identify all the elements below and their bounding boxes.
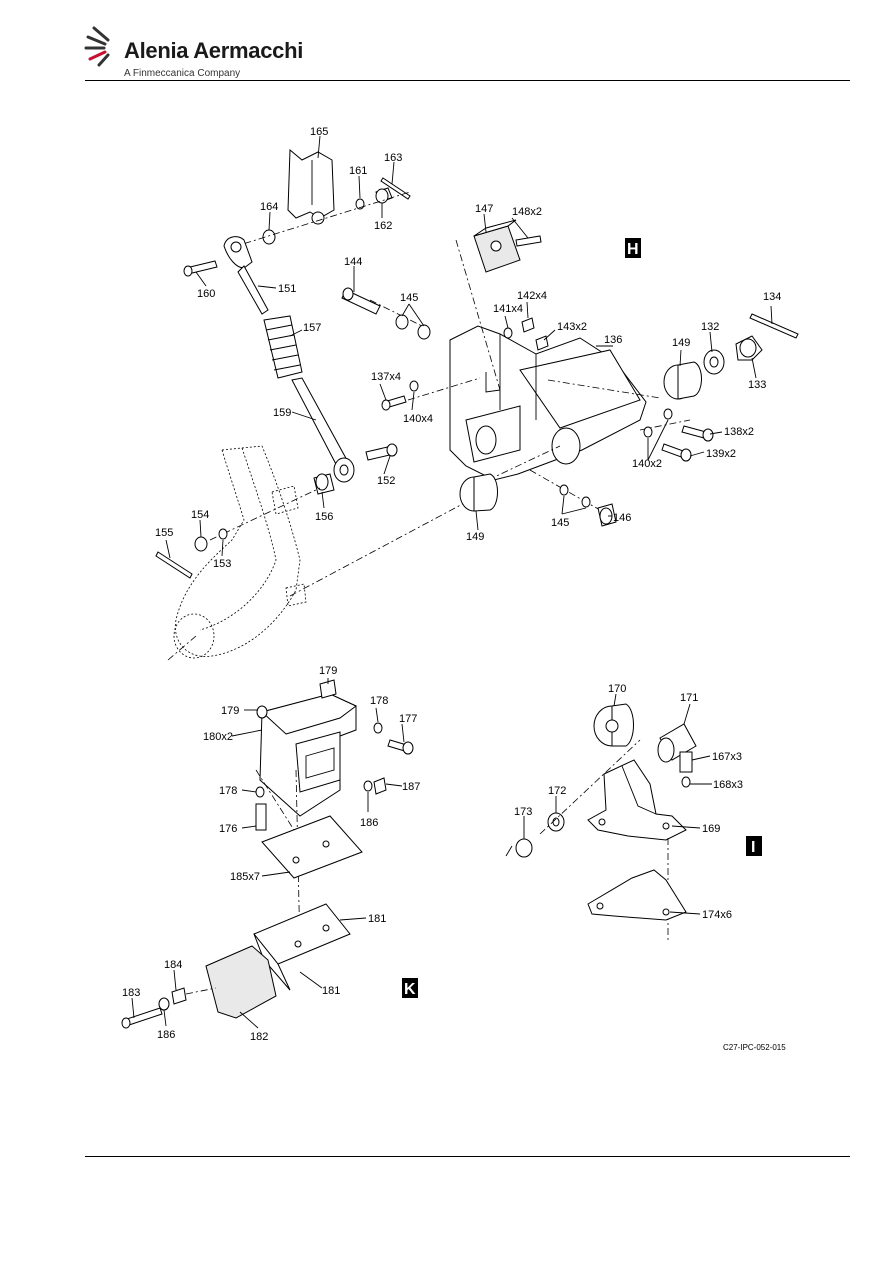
callout-176: 176 <box>219 823 237 835</box>
figure-reference: C27-IPC-052-015 <box>723 1043 786 1052</box>
bracket-part <box>287 148 335 219</box>
callout-163: 163 <box>384 152 402 164</box>
callout-142: 142x4 <box>517 290 547 302</box>
callout-164: 164 <box>260 201 278 213</box>
callout-leaders <box>131 135 773 1029</box>
callout-160: 160 <box>197 288 215 300</box>
callout-140-left: 140x4 <box>403 413 433 425</box>
callout-186-bottom: 186 <box>157 1029 175 1041</box>
callout-145-top: 145 <box>400 292 418 304</box>
svg-text:K: K <box>404 981 416 998</box>
callout-134: 134 <box>763 291 781 303</box>
callout-139: 139x2 <box>706 448 736 460</box>
callout-136: 136 <box>604 334 622 346</box>
main-bracket-part <box>449 325 647 481</box>
callout-149-bottom: 149 <box>466 531 484 543</box>
callout-185: 185x7 <box>230 871 260 883</box>
callout-179-top: 179 <box>319 665 337 677</box>
callout-154: 154 <box>191 509 209 521</box>
view-label-h: H <box>625 238 641 258</box>
callout-147: 147 <box>475 203 493 215</box>
callout-173: 173 <box>514 806 532 818</box>
callout-174: 174x6 <box>702 909 732 921</box>
callout-145-bottom: 145 <box>551 517 569 529</box>
callout-161: 161 <box>349 165 367 177</box>
footer-rule <box>85 1156 850 1157</box>
callout-143: 143x2 <box>557 321 587 333</box>
callout-186-top: 186 <box>360 817 378 829</box>
callout-144: 144 <box>344 256 362 268</box>
header-rule <box>85 80 850 81</box>
callout-181-top: 181 <box>368 913 386 925</box>
callout-159: 159 <box>273 407 291 419</box>
callout-184: 184 <box>164 959 182 971</box>
callout-labels: 165 163 161 164 162 160 151 144 145 147 … <box>122 126 781 1043</box>
callout-133: 133 <box>748 379 766 391</box>
callout-132: 132 <box>701 321 719 333</box>
callout-146: 146 <box>613 512 631 524</box>
alenia-swoosh-logo-icon <box>84 26 110 67</box>
callout-187: 187 <box>402 781 420 793</box>
callout-162: 162 <box>374 220 392 232</box>
brand-name: Alenia Aermacchi <box>124 38 304 63</box>
callout-151: 151 <box>278 283 296 295</box>
callout-171: 171 <box>680 692 698 704</box>
callout-157: 157 <box>303 322 321 334</box>
callout-148: 148x2 <box>512 206 542 218</box>
callout-153: 153 <box>213 558 231 570</box>
view-label-i: I <box>746 836 762 856</box>
callout-140-right: 140x2 <box>632 458 662 470</box>
callout-169: 169 <box>702 823 720 835</box>
callout-168: 168x3 <box>713 779 743 791</box>
view-i-assembly <box>505 703 697 940</box>
callout-181-bottom: 181 <box>322 985 340 997</box>
callout-165: 165 <box>310 126 328 138</box>
view-k-assembly <box>121 679 414 1029</box>
callout-170: 170 <box>608 683 626 695</box>
view-label-k: K <box>402 978 418 998</box>
callout-138: 138x2 <box>724 426 754 438</box>
callout-172: 172 <box>548 785 566 797</box>
callout-177: 177 <box>399 713 417 725</box>
page-header: Alenia Aermacchi A Finmeccanica Company <box>0 0 893 82</box>
callout-183: 183 <box>122 987 140 999</box>
callout-156: 156 <box>315 511 333 523</box>
callout-167: 167x3 <box>712 751 742 763</box>
callout-180: 180x2 <box>203 731 233 743</box>
callout-178-left: 178 <box>219 785 237 797</box>
svg-text:I: I <box>751 839 755 856</box>
callout-155: 155 <box>155 527 173 539</box>
callout-178-top: 178 <box>370 695 388 707</box>
callout-141: 141x4 <box>493 303 523 315</box>
callout-179-left: 179 <box>221 705 239 717</box>
callout-152: 152 <box>377 475 395 487</box>
callout-149-top: 149 <box>672 337 690 349</box>
svg-text:H: H <box>627 241 639 258</box>
brand-tagline: A Finmeccanica Company <box>124 68 241 79</box>
callout-137: 137x4 <box>371 371 401 383</box>
spring-part <box>263 315 303 379</box>
callout-182: 182 <box>250 1031 268 1043</box>
